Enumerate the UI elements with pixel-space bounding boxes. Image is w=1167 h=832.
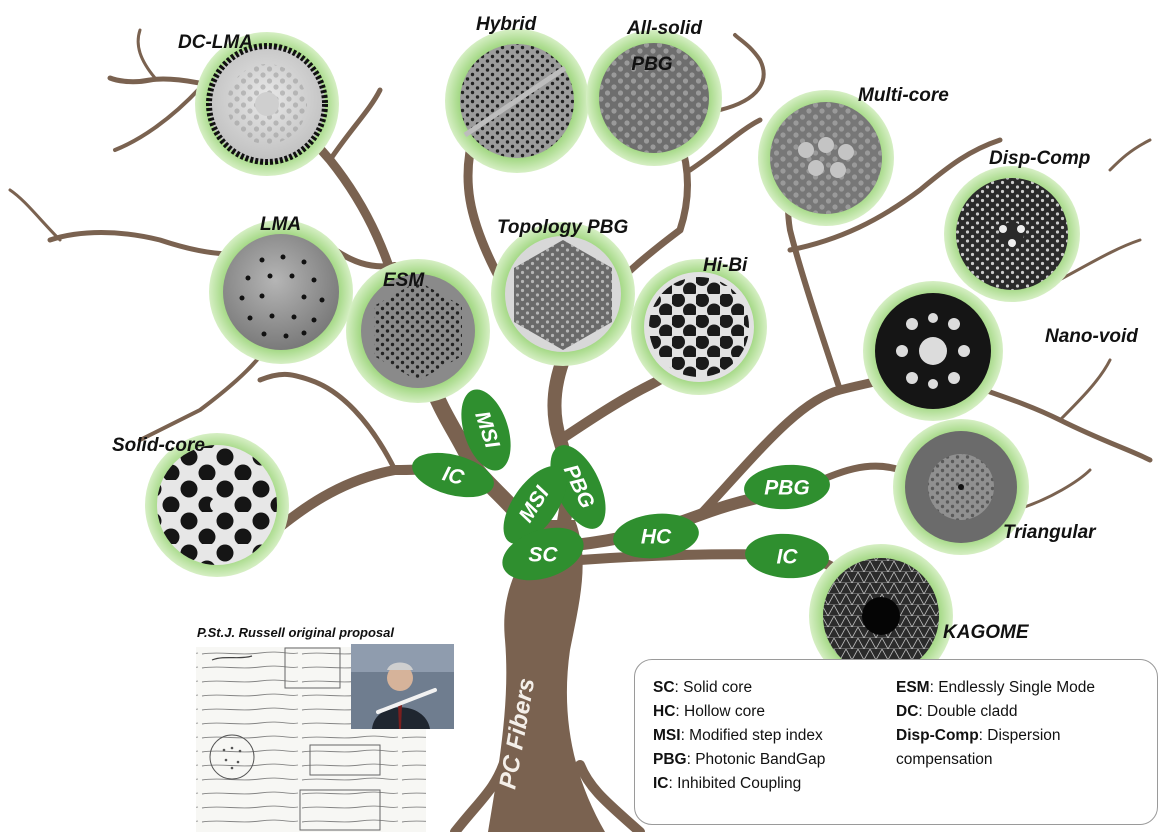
fiber-node-solid-core xyxy=(145,433,289,577)
fiber-node-topology-pbg xyxy=(491,222,635,366)
legend-item-dc: DC: Double cladd xyxy=(896,703,1018,720)
legend-box: SC: Solid core HC: Hollow core MSI: Modi… xyxy=(634,659,1158,825)
fiber-node-multi-core xyxy=(758,90,894,226)
fiber-labels: DC-LMA Hybrid All-solid PBG Multi-core D… xyxy=(112,14,1138,643)
fiber-node-hi-bi xyxy=(631,259,767,395)
legend-item-ic: IC: Inhibited Coupling xyxy=(653,775,802,792)
label-nano-void: Nano-void xyxy=(1045,326,1138,347)
fiber-node-nano-void xyxy=(863,281,1003,421)
tag-ic-left: IC xyxy=(412,452,494,498)
fiber-node-dc-lma xyxy=(195,32,339,176)
legend-item-disp-comp-cont: compensation xyxy=(896,751,993,768)
legend-column-left: SC: Solid core HC: Hollow core MSI: Modi… xyxy=(653,676,896,824)
svg-text:IC: IC xyxy=(777,546,799,569)
legend-item-msi: MSI: Modified step index xyxy=(653,727,823,744)
tag-sc: SC xyxy=(502,527,584,581)
fiber-node-lma xyxy=(209,220,353,364)
label-kagome: KAGOME xyxy=(943,622,1030,643)
fiber-node-all-solid-pbg xyxy=(586,30,722,166)
fiber-node-kagome xyxy=(809,544,953,688)
tag-hc: HC xyxy=(613,513,699,559)
tag-pbg-center: PBG xyxy=(550,445,606,529)
russell-photo xyxy=(351,644,454,729)
tag-msi-center: MSI xyxy=(503,466,567,544)
legend-item-esm: ESM: Endlessly Single Mode xyxy=(896,679,1096,696)
tag-pbg-right: PBG xyxy=(744,464,830,510)
tag-msi-upper: MSI xyxy=(461,389,511,471)
svg-text:SC: SC xyxy=(528,544,558,567)
label-hi-bi: Hi-Bi xyxy=(703,255,748,276)
label-hybrid: Hybrid xyxy=(476,14,537,35)
legend-item-disp-comp: Disp-Comp: Dispersion xyxy=(896,727,1061,744)
label-topology-pbg: Topology PBG xyxy=(497,217,628,238)
fiber-node-hybrid xyxy=(445,29,589,173)
fiber-node-esm xyxy=(346,259,490,403)
legend-column-right: ESM: Endlessly Single Mode DC: Double cl… xyxy=(896,676,1146,824)
label-triangular: Triangular xyxy=(1003,522,1097,543)
label-disp-comp: Disp-Comp xyxy=(989,148,1090,169)
label-pbg: PBG xyxy=(631,54,672,75)
label-solid-core: Solid-core xyxy=(112,435,205,456)
label-dc-lma: DC-LMA xyxy=(178,32,253,53)
svg-text:HC: HC xyxy=(641,526,672,549)
fiber-node-triangular xyxy=(893,419,1029,555)
tag-ic-right: IC xyxy=(745,533,829,579)
fiber-node-disp-comp xyxy=(944,166,1080,302)
legend-item-sc: SC: Solid core xyxy=(653,679,753,696)
legend-item-pbg: PBG: Photonic BandGap xyxy=(653,751,826,768)
legend-item-hc: HC: Hollow core xyxy=(653,703,765,720)
label-multi-core: Multi-core xyxy=(858,85,949,106)
label-lma: LMA xyxy=(260,214,301,235)
svg-text:PBG: PBG xyxy=(764,477,810,500)
label-all-solid: All-solid xyxy=(626,18,702,39)
russell-caption: P.St.J. Russell original proposal xyxy=(197,625,394,640)
label-esm: ESM xyxy=(383,270,425,291)
